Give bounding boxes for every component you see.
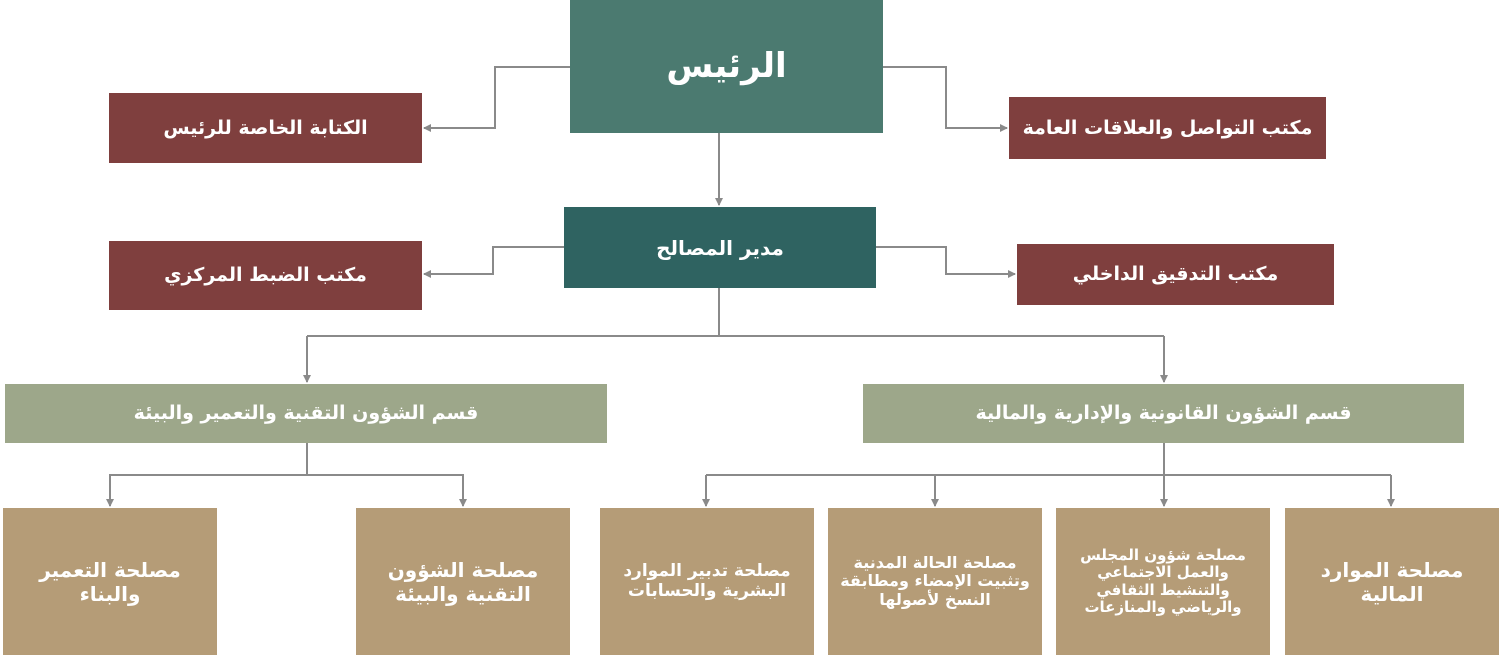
urbanism-service-box: مصلحة التعمير والبناء: [3, 508, 217, 655]
connector-president-communication: [883, 66, 1008, 132]
connector-technical-bus: [106, 443, 308, 507]
central-control-office-box: مكتب الضبط المركزي: [109, 241, 422, 310]
connector-director-audit: [876, 246, 1016, 278]
hr-service-box: مصلحة تدبير الموارد البشرية والحسابات: [600, 508, 814, 655]
communication-office-box: مكتب التواصل والعلاقات العامة: [1009, 97, 1326, 159]
council-service-box: مصلحة شؤون المجلس والعمل الاجتماعي والتن…: [1056, 508, 1270, 655]
private-secretariat-box: الكتابة الخاصة للرئيس: [109, 93, 422, 163]
technical-department-box: قسم الشؤون التقنية والتعمير والبيئة: [5, 384, 607, 443]
technical-env-service-box: مصلحة الشؤون التقنية والبيئة: [356, 508, 570, 655]
connector-president-secretariat: [423, 66, 570, 132]
civil-status-service-box: مصلحة الحالة المدنية وتثبيت الإمضاء ومطا…: [828, 508, 1042, 655]
legal-department-box: قسم الشؤون القانونية والإدارية والمالية: [863, 384, 1464, 443]
director-box: مدير المصالح: [564, 207, 876, 288]
connector-director-control: [423, 246, 564, 278]
connector-technical-right: [307, 474, 467, 507]
internal-audit-office-box: مكتب التدقيق الداخلي: [1017, 244, 1334, 305]
president-box: الرئيس: [570, 0, 883, 133]
finance-service-box: مصلحة الموارد المالية: [1285, 508, 1499, 655]
